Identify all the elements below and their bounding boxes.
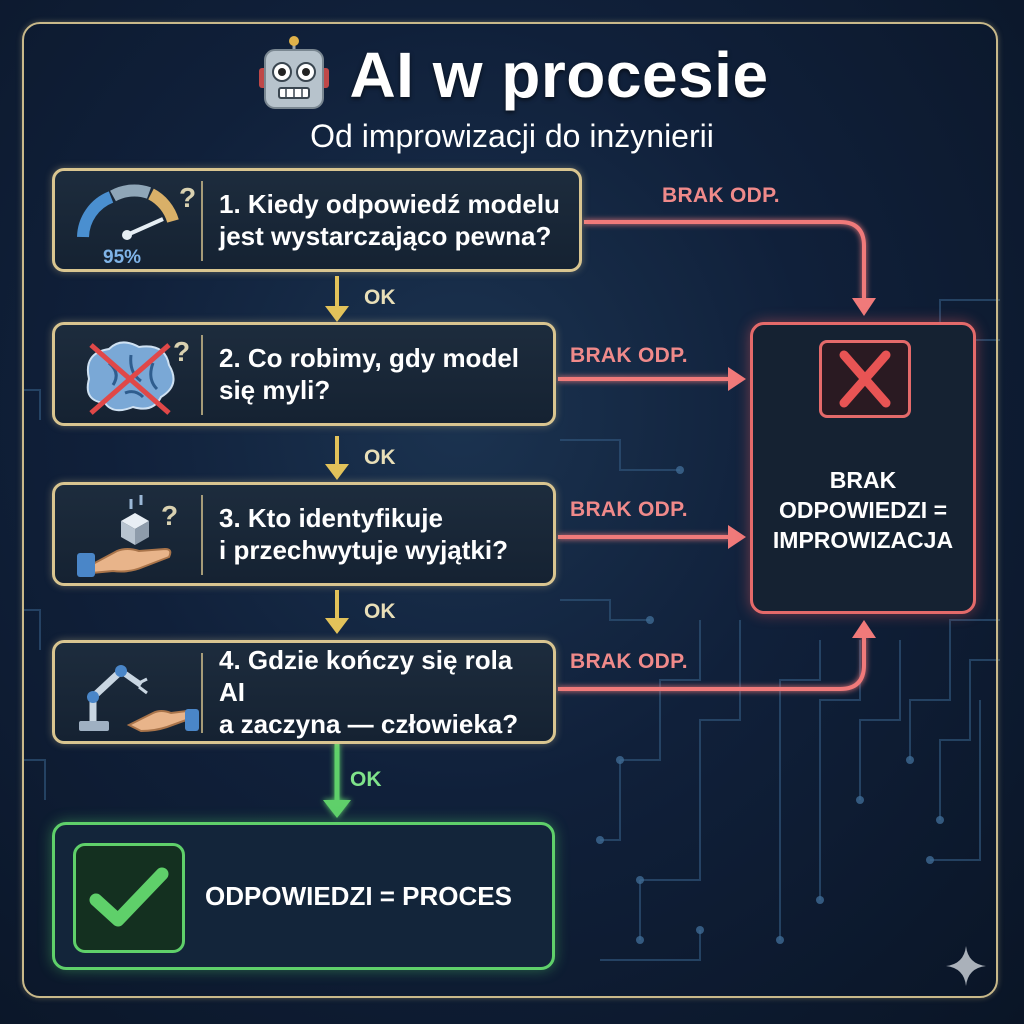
no-answer-label-3: BRAK ODP. — [570, 498, 688, 521]
question-text-1: 1. Kiedy odpowiedź modelu jest wystarcza… — [219, 189, 560, 251]
divider — [201, 653, 203, 733]
svg-text:?: ? — [161, 500, 178, 531]
no-answer-label-1: BRAK ODP. — [662, 184, 780, 207]
page-title: AI w procesie — [349, 39, 769, 111]
question-text-3: 3. Kto identyfikuje i przechwytuje wyjąt… — [219, 503, 508, 565]
gauge-percent: 95% — [103, 247, 141, 265]
question-box-1: ? 95% 1. Kiedy odpowiedź modelu jest wys… — [52, 168, 582, 272]
question-text-4: 4. Gdzie kończy się rola AI a zaczyna — … — [219, 645, 519, 739]
divider — [201, 495, 203, 575]
crossed-brain-icon: ? — [86, 336, 190, 415]
gauge-icon: ? 95% — [77, 182, 196, 265]
improvisation-outcome-text: BRAK ODPOWIEDZI = IMPROWIZACJA — [772, 467, 954, 553]
ok-label-4: OK — [350, 768, 382, 791]
check-mark-icon — [89, 867, 169, 927]
question-box-3: ? 3. Kto identyfikuje i przechwytuje wyj… — [52, 482, 556, 586]
ok-label-1: OK — [364, 286, 396, 309]
robot-arm-hand-icon — [79, 665, 199, 733]
ok-label-2: OK — [364, 446, 396, 469]
question-text-2: 2. Co robimy, gdy model się myli? — [219, 343, 520, 405]
no-answer-label-4: BRAK ODP. — [570, 650, 688, 673]
divider — [201, 335, 203, 415]
x-mark-box — [819, 340, 911, 418]
process-outcome-text: ODPOWIEDZI = PROCES — [205, 880, 512, 911]
svg-text:?: ? — [173, 336, 190, 367]
improvisation-outcome-box: BRAK ODPOWIEDZI = IMPROWIZACJA — [750, 322, 976, 614]
page-subtitle: Od improwizacji do inżynierii — [310, 118, 714, 154]
sparkle-icon — [946, 946, 986, 986]
check-mark-box — [73, 843, 185, 953]
question-box-2: ? 2. Co robimy, gdy model się myli? — [52, 322, 556, 426]
robot-icon — [259, 36, 330, 109]
hand-catching-cube-icon: ? — [77, 495, 178, 577]
question-box-4: 4. Gdzie kończy się rola AI a zaczyna — … — [52, 640, 556, 744]
title-row: AI w procesie — [0, 30, 1024, 120]
x-mark-icon — [839, 350, 891, 408]
svg-text:?: ? — [179, 182, 196, 213]
divider — [201, 181, 203, 261]
outer-frame — [22, 22, 998, 998]
ok-label-3: OK — [364, 600, 396, 623]
no-answer-label-2: BRAK ODP. — [570, 344, 688, 367]
process-outcome-box: ODPOWIEDZI = PROCES — [52, 822, 555, 970]
